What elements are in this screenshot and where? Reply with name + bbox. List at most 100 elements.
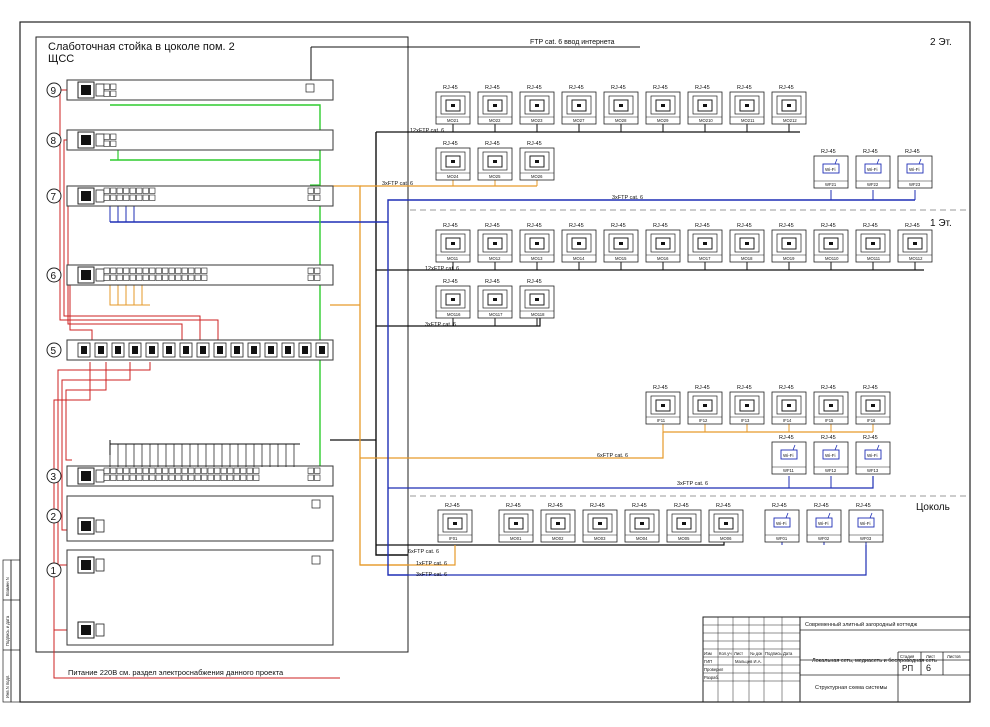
rj45-port — [149, 474, 156, 481]
wifi-icon — [906, 163, 924, 174]
cable-label: 3xFTP cat. 6 — [382, 181, 413, 187]
socket-pin — [535, 160, 539, 163]
socket-type-label: RJ-45 — [548, 503, 563, 509]
rj45-port — [233, 474, 240, 481]
rj45-port — [188, 267, 195, 274]
floor1-orange — [360, 432, 664, 459]
rj45-port — [155, 474, 162, 481]
wifi-icon-label: Wi-Fi — [818, 521, 829, 526]
rj45-port — [311, 555, 321, 565]
outlet-id: IF11 — [657, 418, 666, 423]
rj45-port — [240, 467, 247, 474]
outlet-id: МО24 — [447, 174, 459, 179]
unit-number: 9 — [51, 86, 57, 97]
cable-label: 3xFTP cat. 6 — [677, 481, 708, 487]
outlet-id: МО25 — [489, 174, 501, 179]
wifi-antenna — [876, 158, 880, 165]
socket-pin — [577, 104, 581, 107]
outlet-id: МО13 — [531, 256, 543, 261]
outlet-id: МО117 — [489, 312, 503, 317]
rj45-port — [123, 274, 130, 281]
rj45-port — [307, 187, 314, 194]
wifi-icon-label: Wi-Fi — [783, 453, 794, 458]
outlet-id: МО18 — [741, 256, 753, 261]
cable-label: 3xFTP cat. 6 — [416, 572, 447, 578]
power-switch — [95, 83, 105, 97]
socket-type-label: RJ-45 — [695, 223, 710, 229]
power-cable — [69, 275, 93, 340]
outlet-id: МО05 — [678, 536, 690, 541]
rj45-port — [149, 274, 156, 281]
socket-type-label: RJ-45 — [443, 141, 458, 147]
rj45-port — [110, 267, 117, 274]
internet-label: FTP cat. 6 ввод интернета — [530, 39, 615, 46]
rj45-port — [110, 474, 117, 481]
wifi-icon-label: Wi-Fi — [825, 453, 836, 458]
rack-unit-2 — [66, 495, 334, 542]
socket-type-label: RJ-45 — [443, 223, 458, 229]
rj45-port — [305, 83, 315, 93]
socket-pin — [453, 522, 457, 525]
stamp-col-stage: Стадия — [900, 654, 914, 659]
wifi-antenna — [834, 158, 838, 165]
socket-type-label: RJ-45 — [443, 279, 458, 285]
socket-pin — [745, 404, 749, 407]
outlet-id: МО29 — [657, 118, 669, 123]
outlet-id: МО12 — [489, 256, 501, 261]
rj45-port — [103, 90, 110, 97]
power-cable — [61, 362, 131, 531]
rj45-port — [253, 467, 260, 474]
wifi-icon — [864, 449, 882, 460]
socket-type-label: RJ-45 — [485, 279, 500, 285]
rj45-port — [181, 274, 188, 281]
green-patch — [110, 104, 321, 470]
pdu-outlet-core — [285, 346, 291, 354]
outlet-id: WF02 — [818, 536, 830, 541]
side-stamp-inv: Инв.N подл. — [5, 675, 10, 698]
rj45-port — [214, 474, 221, 481]
side-stamp: Взамен N Подпись и дата Инв.N подл. — [2, 559, 21, 703]
socket-pin — [451, 298, 455, 301]
wifi-antenna — [827, 512, 831, 519]
rj45-port — [162, 267, 169, 274]
unit-number-circle — [46, 188, 62, 204]
rj45-port — [123, 467, 130, 474]
rj45-port — [149, 267, 156, 274]
socket-type-label: RJ-45 — [695, 85, 710, 91]
outlet-id: IF15 — [825, 418, 834, 423]
rj45-port — [123, 187, 130, 194]
socket-pin — [514, 522, 518, 525]
unit-number: 2 — [51, 512, 57, 523]
stamp-head-col: Подпись — [765, 651, 782, 656]
rj45-port — [201, 467, 208, 474]
pdu-outlet-core — [268, 346, 274, 354]
outlet-id: МО17 — [699, 256, 711, 261]
wifi-icon-label: Wi-Fi — [776, 521, 787, 526]
outlet-id: МО27 — [573, 118, 585, 123]
stamp-head-col: Дата — [783, 651, 793, 656]
socket-type-label: RJ-45 — [779, 223, 794, 229]
socket-pin — [640, 522, 644, 525]
outlet-id: МО26 — [531, 174, 543, 179]
pdu-outlet-core — [166, 346, 172, 354]
power-cable — [57, 362, 151, 566]
cable-label: 12xFTP cat. 6 — [410, 128, 444, 134]
rj45-port — [175, 267, 182, 274]
rack-unit-8-inner — [66, 129, 334, 151]
power-inlet-core — [81, 521, 91, 531]
socket-pin — [535, 242, 539, 245]
socket-type-label: RJ-45 — [779, 435, 794, 441]
rack-unit-1-inner — [66, 549, 334, 646]
pdu-outlet-core — [319, 346, 325, 354]
outlet-id: WF21 — [825, 182, 837, 187]
pdu-outlet-core — [234, 346, 240, 354]
rj45-port — [123, 194, 130, 201]
rj45-port — [136, 467, 143, 474]
rj45-port — [136, 267, 143, 274]
socket-type-label: RJ-45 — [779, 85, 794, 91]
socket-pin — [703, 242, 707, 245]
outlet-id: WF13 — [867, 468, 879, 473]
socket-pin — [556, 522, 560, 525]
rj45-port — [155, 267, 162, 274]
socket-type-label: RJ-45 — [814, 503, 829, 509]
